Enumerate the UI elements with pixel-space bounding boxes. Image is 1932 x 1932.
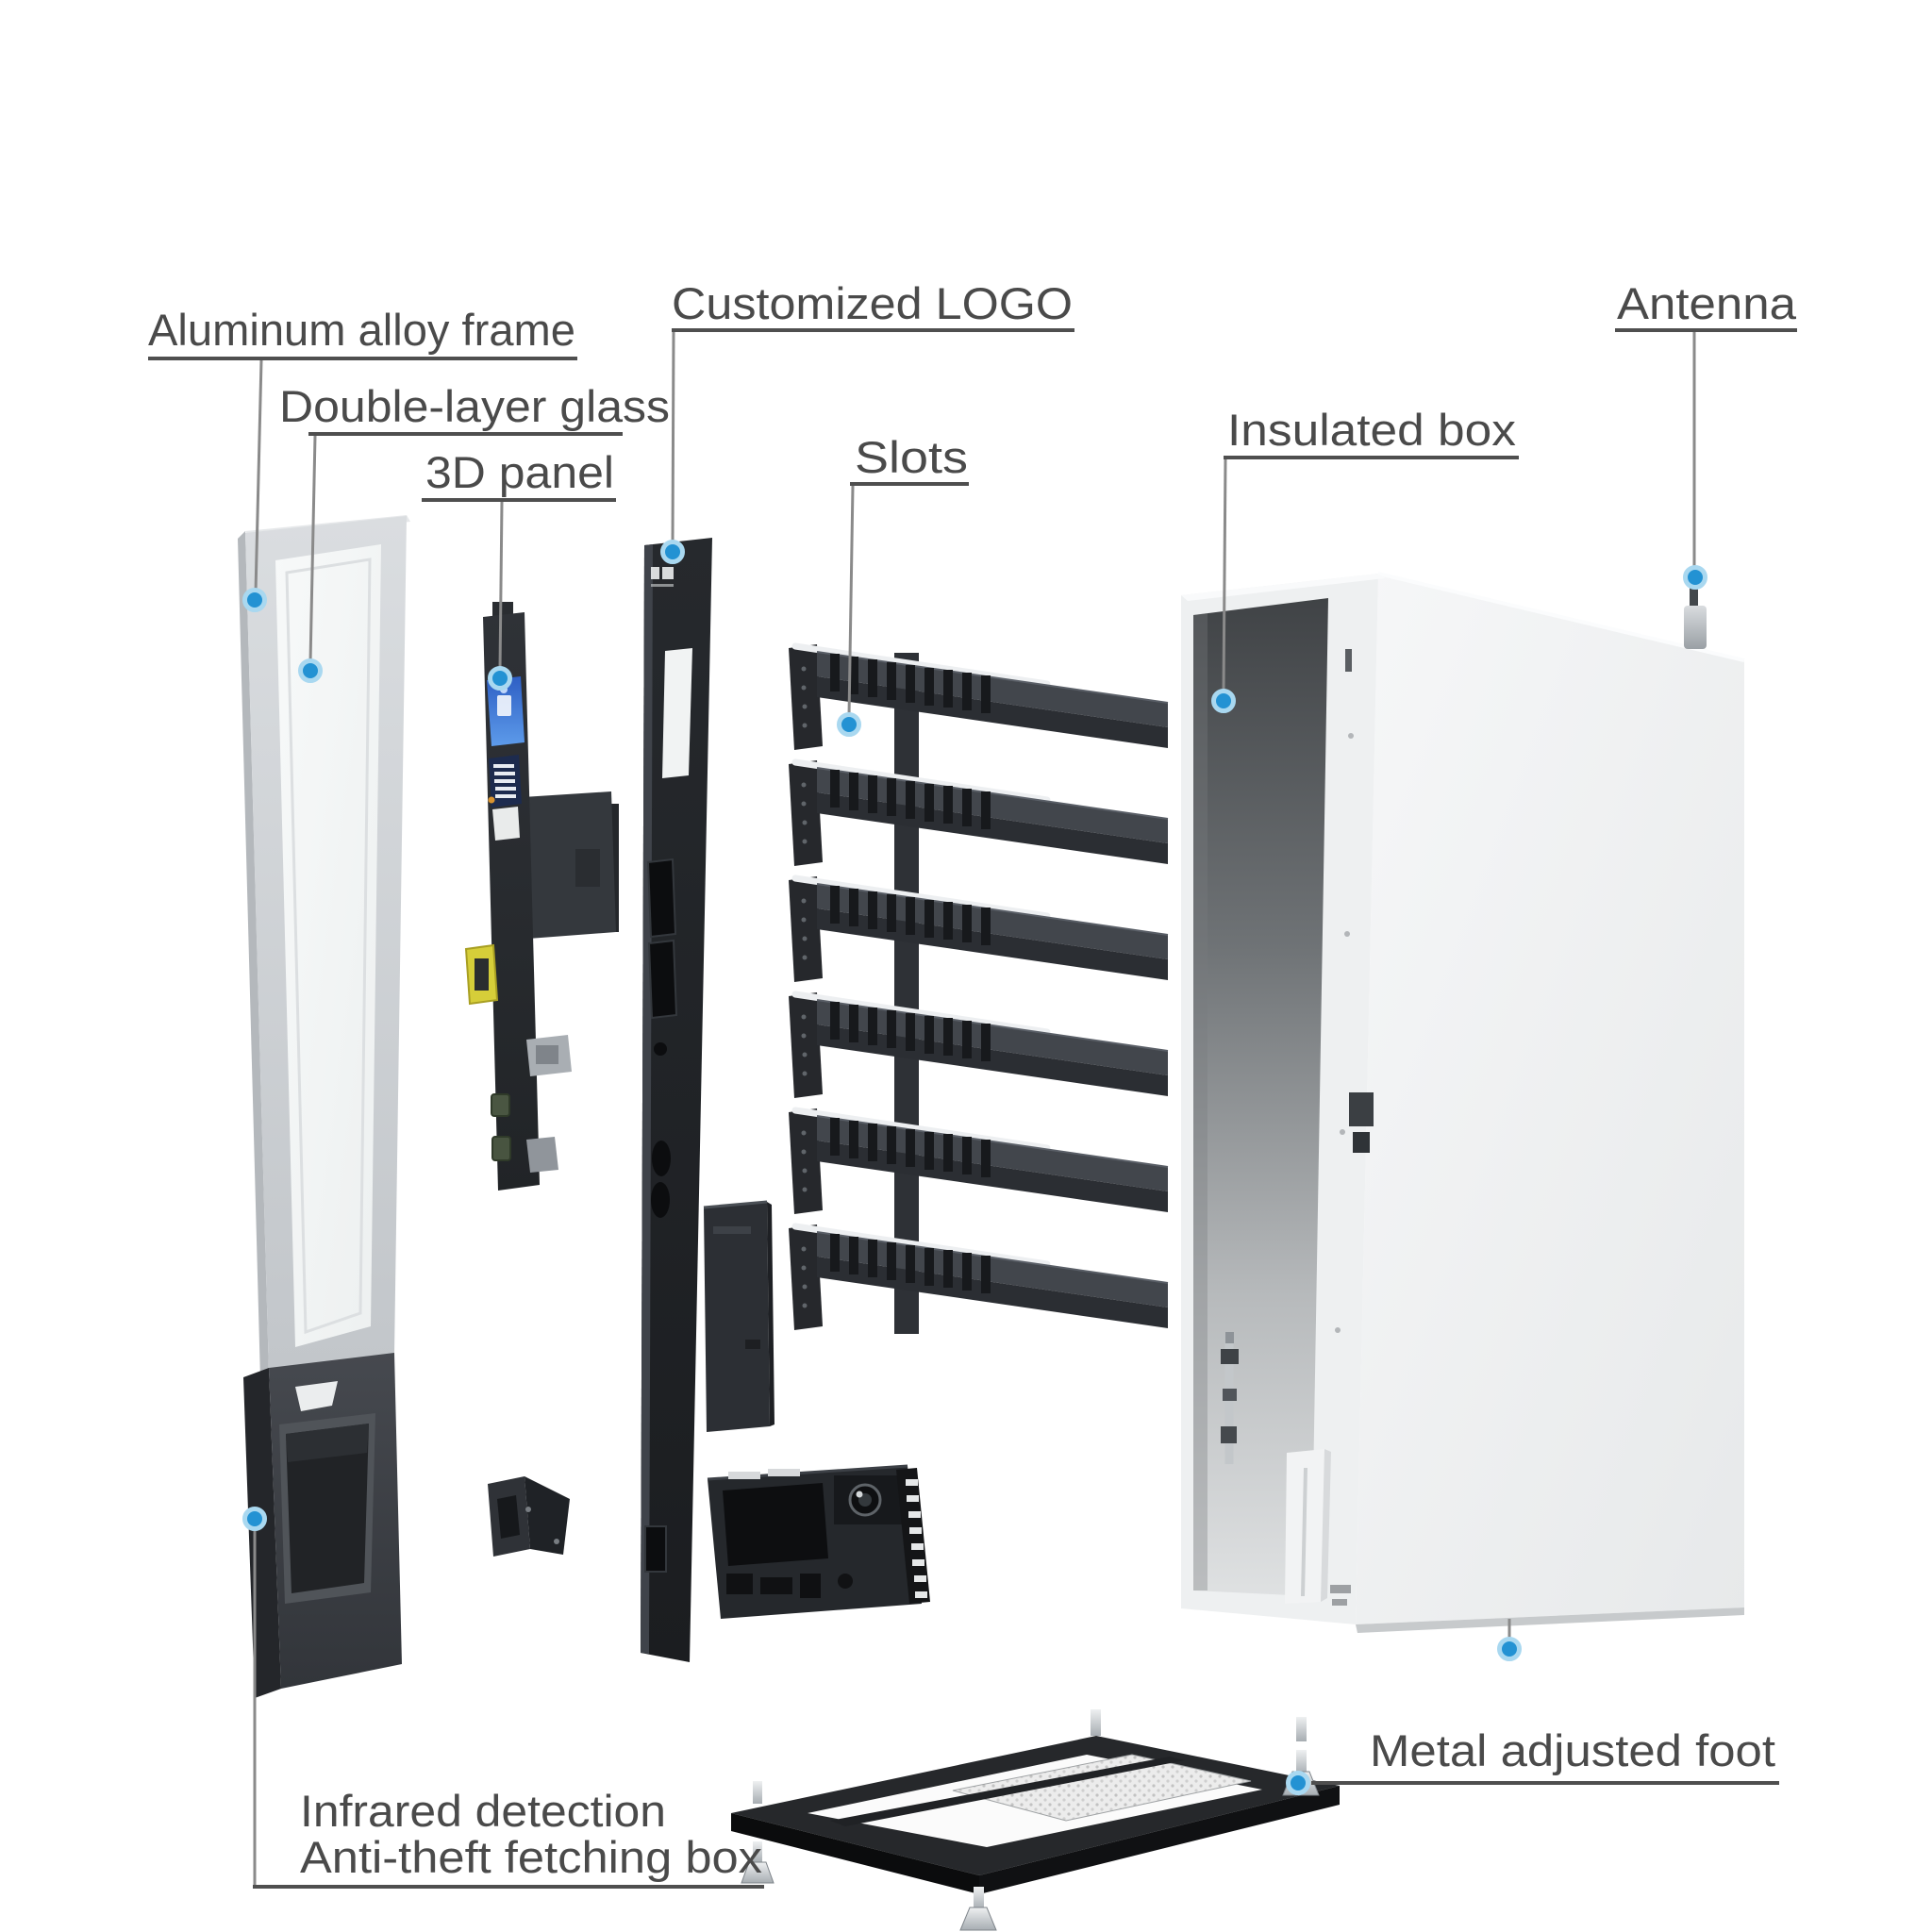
marker-cabinet-bottom (1497, 1637, 1522, 1661)
label-anti-theft-box: Anti-theft fetching box (300, 1832, 762, 1882)
label-underlines (148, 328, 1797, 1889)
marker-antenna (1683, 565, 1707, 590)
marker-metal-foot (1286, 1771, 1310, 1795)
base-mesh-panel (952, 1754, 1252, 1822)
logo-panel (641, 538, 712, 1662)
leader-customized-logo (671, 331, 675, 544)
label-aluminum-frame: Aluminum alloy frame (148, 305, 575, 355)
cabinet-interior (1193, 598, 1328, 1596)
leader-3d-panel (498, 501, 504, 671)
label-insulated-box: Insulated box (1227, 405, 1516, 455)
base-frame (731, 1709, 1340, 1931)
cabinet-latch (1349, 1092, 1374, 1126)
3d-panel-assembly (464, 602, 619, 1191)
cabinet-side-panel (1356, 574, 1744, 1624)
slot-shelf (789, 1108, 1168, 1214)
label-antenna: Antenna (1617, 278, 1797, 328)
logo-mark (651, 567, 674, 587)
side-component-box (703, 1200, 774, 1432)
label-customized-logo: Customized LOGO (672, 278, 1073, 328)
3d-panel-strip (483, 612, 540, 1191)
antenna-part (1684, 581, 1707, 649)
metal-foot-left (741, 1841, 774, 1884)
marker-insulated-box (1211, 689, 1236, 713)
label-3d-panel: 3D panel (425, 447, 614, 497)
label-slots: Slots (855, 432, 968, 482)
control-board (707, 1464, 930, 1619)
leader-slots (847, 485, 855, 717)
scanner-module (464, 943, 499, 1006)
marker-double-layer-glass (298, 658, 323, 683)
logo-panel-window (662, 648, 692, 778)
interior-white-unit (1285, 1449, 1331, 1604)
marker-customized-logo (660, 540, 685, 564)
anti-theft-fetching-box (243, 1353, 402, 1698)
slots-rack (789, 644, 1168, 1334)
glass-door (238, 515, 410, 1380)
slot-shelf (789, 760, 1168, 866)
marker-slots (837, 712, 861, 737)
leader-insulated-box (1222, 458, 1227, 693)
marker-3d-panel (488, 666, 512, 691)
labels: Aluminum alloy frame Double-layer glass … (148, 278, 1797, 1882)
leader-aluminum-frame (254, 359, 263, 593)
marker-aluminum-frame (242, 588, 267, 612)
label-infrared-detection: Infrared detection (300, 1786, 666, 1836)
leader-double-layer-glass (308, 435, 317, 663)
cabinet-lock-rod (1221, 1332, 1239, 1464)
label-double-layer-glass: Double-layer glass (279, 381, 670, 431)
marker-anti-theft-box (242, 1507, 267, 1531)
slot-shelf (789, 992, 1168, 1098)
label-metal-adjusted-foot: Metal adjusted foot (1370, 1725, 1775, 1775)
slot-shelf (789, 1224, 1168, 1330)
mount-bracket (488, 1476, 570, 1557)
camera-lens (848, 1483, 882, 1517)
metal-foot-front (959, 1887, 997, 1931)
insulated-box (1181, 572, 1745, 1633)
leader-lines (253, 331, 1696, 1886)
marker-dots (242, 540, 1707, 1795)
slot-shelf (789, 876, 1168, 982)
